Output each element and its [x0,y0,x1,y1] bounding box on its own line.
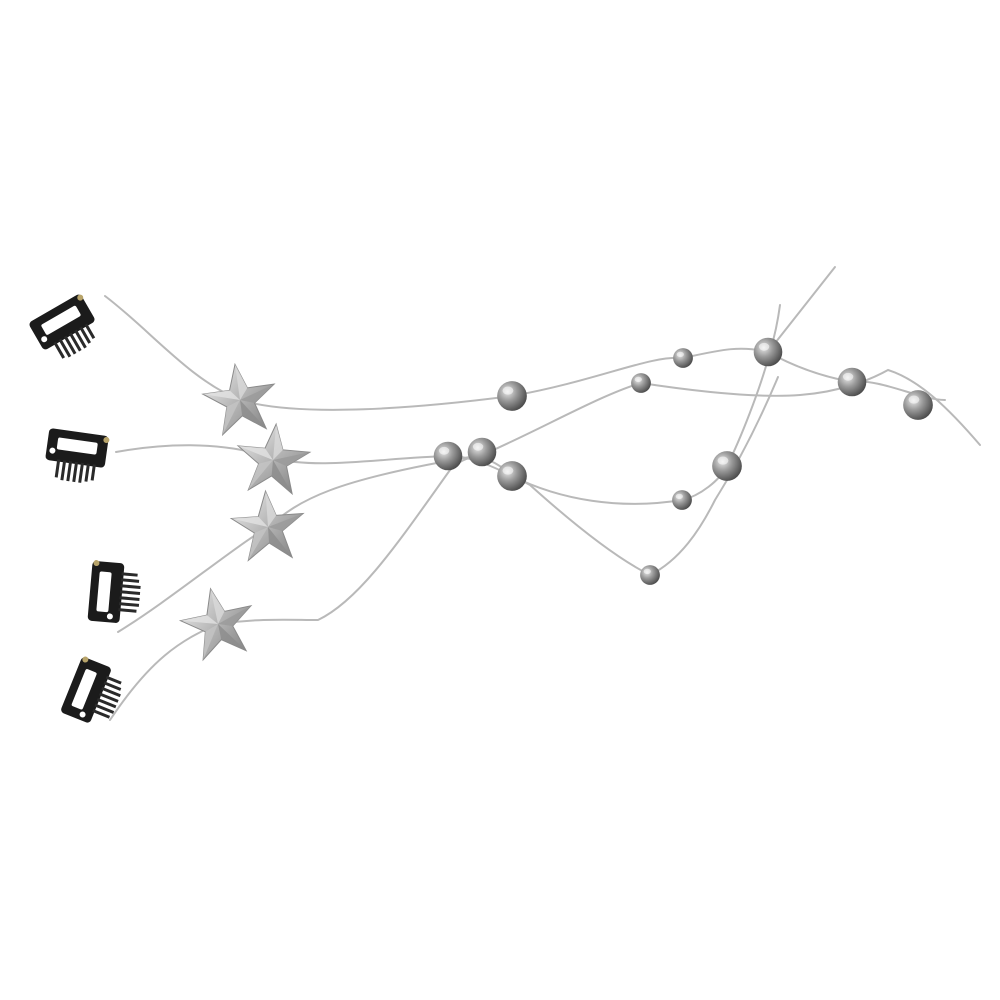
star-charm-icon [174,580,261,664]
bead-icon [640,565,660,585]
bead-icon [837,367,867,397]
bead-icon [631,373,651,393]
hair-clip-icon [42,427,110,486]
star-charm-icon [229,488,307,562]
hair-clip-icon [87,559,143,625]
bead-icon [497,381,527,411]
bead-icon [673,348,693,368]
bead-icon [753,337,783,367]
star-charm-icon [233,420,313,496]
bead-icon [433,441,463,471]
hair-clip-icon [59,655,130,731]
bead-icon [497,461,527,491]
bead-icon [903,390,933,420]
bead-icon [712,451,742,481]
hair-clip-icon [28,292,106,367]
bead-icon [467,437,497,467]
star-charm-icon [198,358,281,438]
bead-icon [672,490,692,510]
strand-4 [109,376,779,721]
